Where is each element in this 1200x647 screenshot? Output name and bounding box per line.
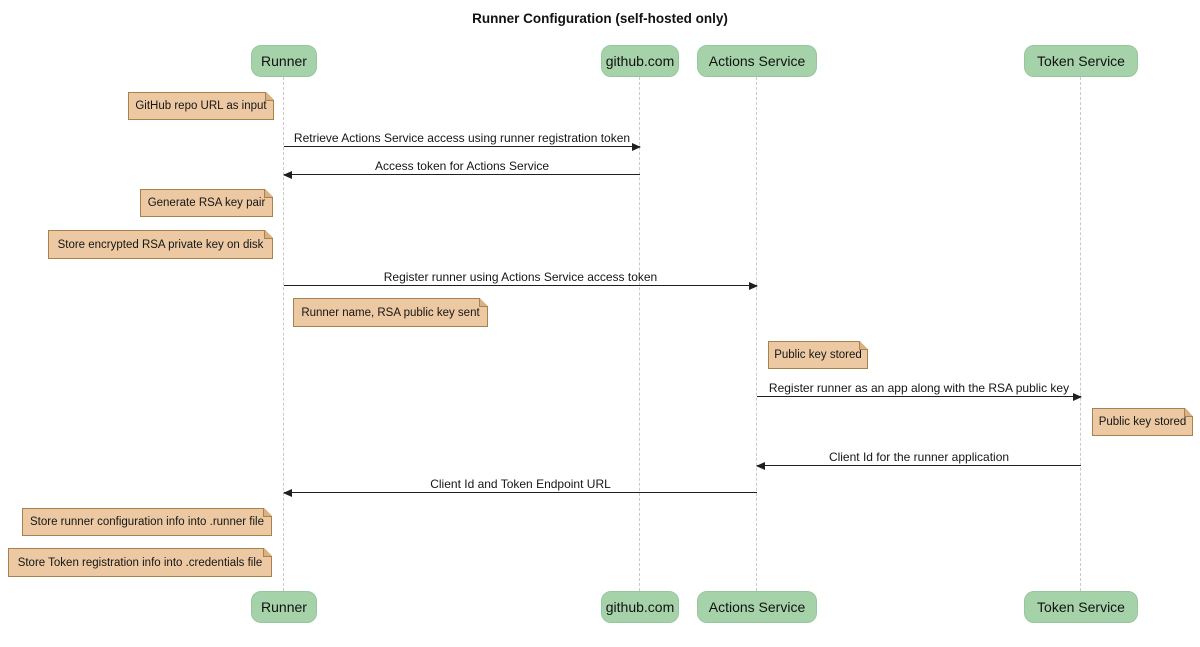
note-fold-icon xyxy=(264,230,273,239)
message-client-id: Client Id for the runner application xyxy=(756,446,1081,470)
note-text: Store Token registration info into .cred… xyxy=(17,556,263,569)
lifeline-actions-service xyxy=(756,77,757,591)
actor-runner-bottom: Runner xyxy=(251,591,317,623)
note-text: Store encrypted RSA private key on disk xyxy=(57,238,264,251)
message-retrieve-access: Retrieve Actions Service access using ru… xyxy=(284,127,641,151)
note-fold-icon xyxy=(1184,408,1193,417)
note-text: Runner name, RSA public key sent xyxy=(301,306,480,319)
note-fold-icon xyxy=(265,92,274,101)
note-fold-icon xyxy=(263,548,272,557)
message-register-app: Register runner as an app along with the… xyxy=(757,377,1082,401)
message-client-id-endpoint: Client Id and Token Endpoint URL xyxy=(283,473,757,497)
arrowhead-right-icon xyxy=(632,143,641,151)
lifeline-runner xyxy=(283,77,284,591)
note-public-key-stored-token: Public key stored xyxy=(1092,408,1193,436)
note-fold-icon xyxy=(263,508,272,517)
arrowhead-right-icon xyxy=(749,282,758,290)
note-public-key-stored-actions: Public key stored xyxy=(768,341,868,369)
note-text: GitHub repo URL as input xyxy=(135,100,267,112)
note-generate-rsa: Generate RSA key pair xyxy=(140,189,273,217)
note-text: Generate RSA key pair xyxy=(147,197,266,209)
actor-github-top: github.com xyxy=(601,45,679,77)
message-label: Register runner using Actions Service ac… xyxy=(383,270,658,284)
message-label: Retrieve Actions Service access using ru… xyxy=(293,131,631,145)
note-github-repo-url: GitHub repo URL as input xyxy=(128,92,274,120)
arrowhead-left-icon xyxy=(756,462,765,470)
lifeline-github xyxy=(639,77,640,591)
lifeline-token-service xyxy=(1080,77,1081,591)
message-label: Client Id and Token Endpoint URL xyxy=(430,477,611,491)
arrowhead-left-icon xyxy=(283,171,292,179)
message-line xyxy=(757,396,1081,397)
message-register-runner: Register runner using Actions Service ac… xyxy=(284,266,758,290)
arrowhead-left-icon xyxy=(283,489,292,497)
note-store-private-key: Store encrypted RSA private key on disk xyxy=(48,230,273,259)
note-text: Public key stored xyxy=(1098,416,1187,428)
message-access-token: Access token for Actions Service xyxy=(283,155,640,179)
arrowhead-right-icon xyxy=(1073,393,1082,401)
message-line xyxy=(757,465,1081,466)
actor-token-service-bottom: Token Service xyxy=(1024,591,1138,623)
note-text: Store runner configuration info into .ru… xyxy=(30,516,264,528)
message-label: Register runner as an app along with the… xyxy=(768,381,1070,395)
note-text: Public key stored xyxy=(774,349,862,361)
message-line xyxy=(284,146,640,147)
actor-actions-service-bottom: Actions Service xyxy=(697,591,817,623)
message-label: Client Id for the runner application xyxy=(828,450,1010,464)
message-line xyxy=(284,285,757,286)
diagram-title: Runner Configuration (self-hosted only) xyxy=(472,11,728,26)
note-fold-icon xyxy=(479,298,488,307)
note-store-credentials-file: Store Token registration info into .cred… xyxy=(8,548,272,577)
actor-github-bottom: github.com xyxy=(601,591,679,623)
note-fold-icon xyxy=(264,189,273,198)
actor-runner-top: Runner xyxy=(251,45,317,77)
actor-actions-service-top: Actions Service xyxy=(697,45,817,77)
message-line xyxy=(284,174,640,175)
note-runner-name-sent: Runner name, RSA public key sent xyxy=(293,298,488,327)
message-label: Access token for Actions Service xyxy=(374,159,550,173)
message-line xyxy=(284,492,757,493)
note-store-runner-file: Store runner configuration info into .ru… xyxy=(22,508,272,536)
note-fold-icon xyxy=(859,341,868,350)
actor-token-service-top: Token Service xyxy=(1024,45,1138,77)
